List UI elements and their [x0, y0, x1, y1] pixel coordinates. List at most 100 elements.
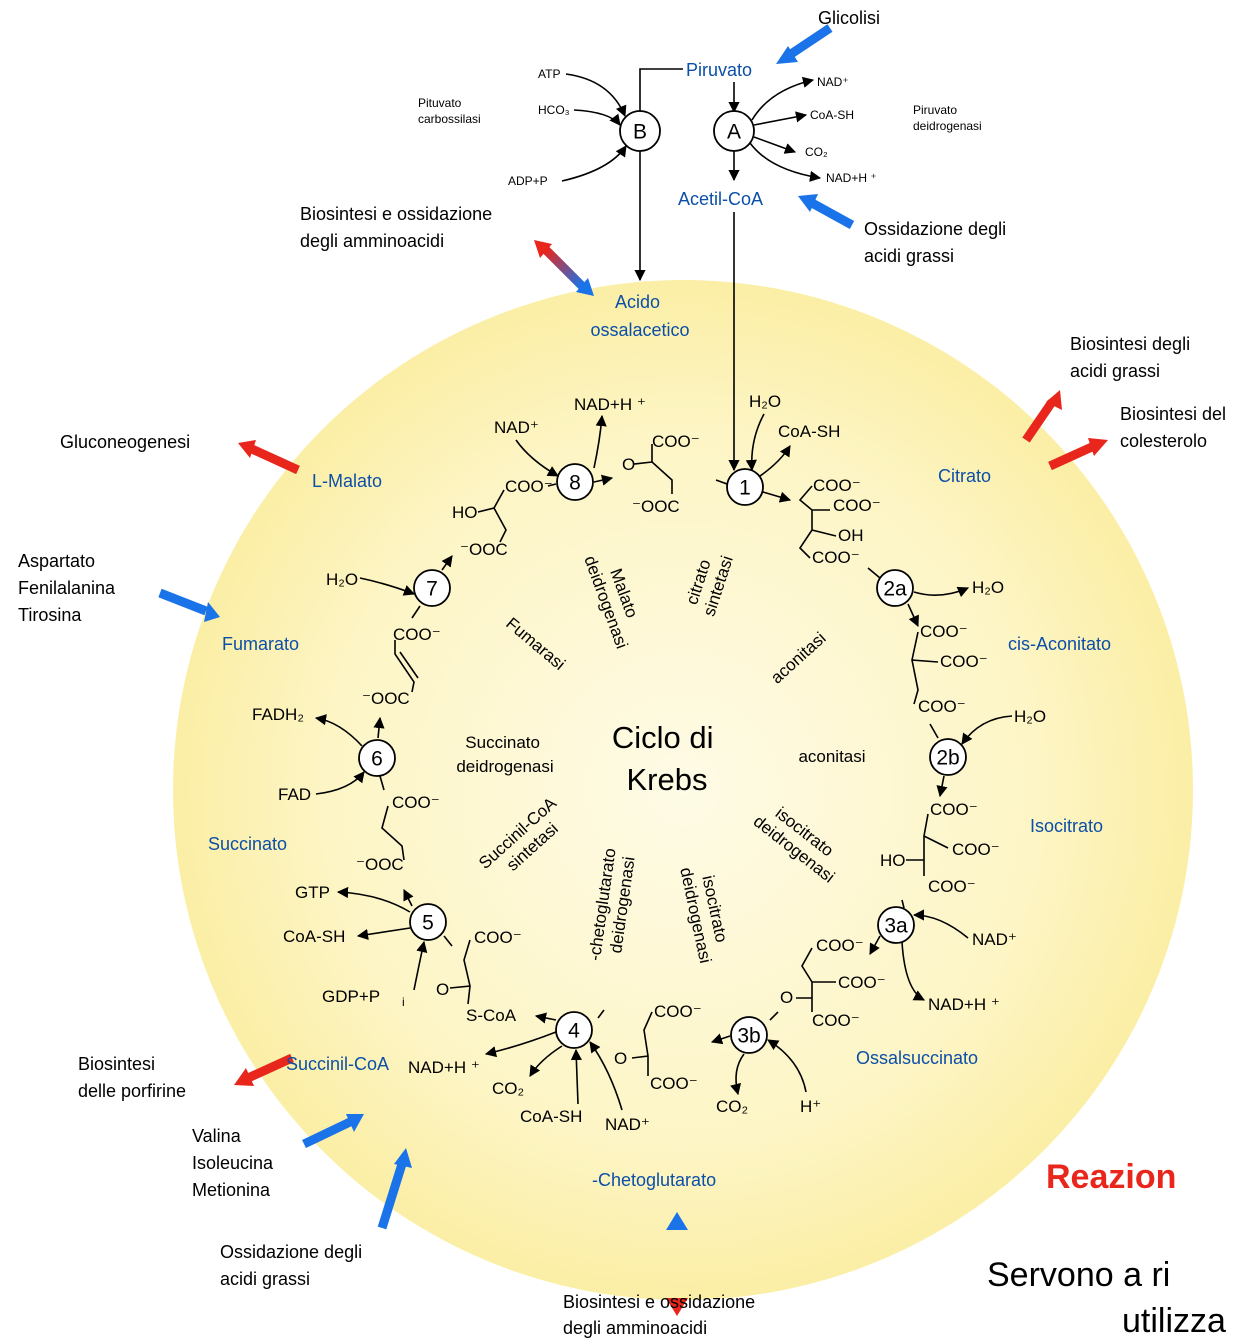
- enzyme-aconitasi-2: aconitasi: [798, 747, 865, 766]
- slide-line1: Servono a ri: [987, 1256, 1170, 1294]
- r3b-co2: CO₂: [716, 1097, 748, 1116]
- scoa-scoa: S-CoA: [466, 1006, 517, 1025]
- succ-coo: COO⁻: [392, 793, 440, 812]
- gluconeogenesi-label: Gluconeogenesi: [60, 432, 190, 452]
- node-a: A: [713, 110, 755, 152]
- pdh-nadh: NAD+H ⁺: [826, 171, 877, 185]
- iso-coo3: COO⁻: [928, 877, 976, 896]
- r1-coash: CoA-SH: [778, 422, 840, 441]
- r5-gtp: GTP: [295, 883, 330, 902]
- iso-coo2: COO⁻: [952, 840, 1000, 859]
- oaa-coo: COO⁻: [652, 432, 700, 451]
- piruvato-label: Piruvato: [686, 60, 752, 80]
- isocitrato-label: Isocitrato: [1030, 816, 1103, 836]
- biosintesi-acidi-grassi-label: Biosintesi degli acidi grassi: [1070, 334, 1195, 381]
- node-1: 1: [726, 468, 764, 506]
- acidi-grassi-out-arrow: [1022, 399, 1056, 443]
- cit-oh: OH: [838, 526, 864, 545]
- r8-nadh: NAD+H ⁺: [574, 395, 646, 414]
- pdh-nad: NAD⁺: [817, 75, 849, 89]
- iso-coo1: COO⁻: [930, 800, 978, 819]
- pc-hco3: HCO₃: [538, 103, 570, 117]
- cis-coo1: COO⁻: [920, 622, 968, 641]
- node-3b: 3b: [730, 1016, 768, 1054]
- colesterolo-label: Biosintesi del colesterolo: [1120, 404, 1231, 451]
- glicolisi-arrow: [785, 24, 833, 60]
- node-3a: 3a: [877, 906, 915, 944]
- l-malato-label: L-Malato: [312, 471, 382, 491]
- r2a-h2o: H₂O: [972, 578, 1004, 597]
- cit-coo1: COO⁻: [813, 476, 861, 495]
- cis-coo3: COO⁻: [918, 697, 966, 716]
- iso-ho: HO: [880, 851, 906, 870]
- r7-h2o: H₂O: [326, 570, 358, 589]
- r4-nad: NAD⁺: [605, 1115, 650, 1134]
- pc-atp: ATP: [538, 67, 560, 81]
- cit-coo2: COO⁻: [833, 496, 881, 515]
- mal-ho: HO: [452, 503, 478, 522]
- aspartato-group-label: Aspartato Fenilalanina Tirosina: [18, 551, 120, 625]
- slide-heading: Reazion: [1046, 1158, 1176, 1196]
- porfirine-label: Biosintesi delle porfirine: [78, 1054, 186, 1101]
- acido-ossalacetico-label: Acido ossalacetico: [590, 292, 689, 340]
- oxs-coo2: COO⁻: [838, 973, 886, 992]
- fum-coo: COO⁻: [393, 625, 441, 644]
- node-4: 4: [555, 1011, 593, 1049]
- svg-text:3b: 3b: [737, 1025, 760, 1048]
- acetil-coa-label: Acetil-CoA: [678, 189, 763, 209]
- node-6: 6: [358, 739, 396, 777]
- r6-fad: FAD: [278, 785, 311, 804]
- r3b-hplus: H⁺: [800, 1097, 821, 1116]
- scoa-coo: COO⁻: [474, 928, 522, 947]
- node-2b: 2b: [929, 738, 967, 776]
- cycle-background: [173, 280, 1193, 1300]
- mal-ooc: ⁻OOC: [460, 540, 508, 559]
- scoa-o: O: [436, 980, 449, 999]
- r5-coash: CoA-SH: [283, 927, 345, 946]
- ossidazione-bottom-label: Ossidazione degli acidi grassi: [220, 1242, 367, 1289]
- ossalsuccinato-label: Ossalsuccinato: [856, 1048, 978, 1068]
- valina-group-label: Valina Isoleucina Metionina: [192, 1126, 278, 1200]
- r3a-nad: NAD⁺: [972, 930, 1017, 949]
- amminoacidi-bottom-label: Biosintesi e ossidazione degli amminoaci…: [563, 1292, 760, 1338]
- oxs-o: O: [780, 988, 793, 1007]
- oxs-coo1: COO⁻: [816, 936, 864, 955]
- colesterolo-arrow: [1048, 441, 1096, 471]
- r1-h2o: H₂O: [749, 392, 781, 411]
- oaa-o: O: [622, 455, 635, 474]
- valina-arrow: [302, 1117, 352, 1149]
- aspartato-arrow: [158, 588, 208, 616]
- svg-text:3a: 3a: [884, 915, 908, 938]
- r6-fadh2: FADH₂: [252, 705, 304, 724]
- svg-text:A: A: [727, 121, 741, 144]
- svg-text:7: 7: [426, 578, 438, 601]
- mal-coo: COO⁻: [505, 477, 553, 496]
- porfirine-arrow: [246, 1053, 294, 1083]
- amminoacidi-top-arrow: [542, 246, 586, 290]
- acidi-grassi-top-arrow: [809, 199, 855, 229]
- pdh-label: Piruvato deidrogenasi: [913, 103, 982, 133]
- r4-coash: CoA-SH: [520, 1107, 582, 1126]
- r8-nad: NAD⁺: [494, 418, 539, 437]
- r4-nadh: NAD+H ⁺: [408, 1058, 480, 1077]
- citrato-label: Citrato: [938, 466, 991, 486]
- amminoacidi-top-label: Biosintesi e ossidazione degli amminoaci…: [300, 204, 497, 251]
- akg-o: O: [614, 1049, 627, 1068]
- svg-text:4: 4: [568, 1020, 580, 1043]
- akg-coo1: COO⁻: [654, 1002, 702, 1021]
- enzyme-succinato-deidrogenasi: Succinato deidrogenasi: [456, 733, 553, 776]
- pdh-co2: CO₂: [805, 145, 828, 159]
- chetoglutarato-label: -Chetoglutarato: [592, 1170, 716, 1190]
- gluconeogenesi-arrow: [250, 444, 300, 475]
- center-title: Ciclo di Krebs: [612, 720, 722, 797]
- fumarato-label: Fumarato: [222, 634, 299, 654]
- svg-text:5: 5: [422, 912, 434, 935]
- slide-line2: utilizza: [1122, 1302, 1226, 1340]
- succinil-coa-label: Succinil-CoA: [286, 1054, 389, 1074]
- node-5: 5: [409, 903, 447, 941]
- r5-gdp: GDP+P: [322, 987, 380, 1006]
- cis-aconitato-label: cis-Aconitato: [1008, 634, 1111, 654]
- node-2a: 2a: [876, 569, 914, 607]
- pc-label: Pituvato carbossilasi: [418, 96, 481, 126]
